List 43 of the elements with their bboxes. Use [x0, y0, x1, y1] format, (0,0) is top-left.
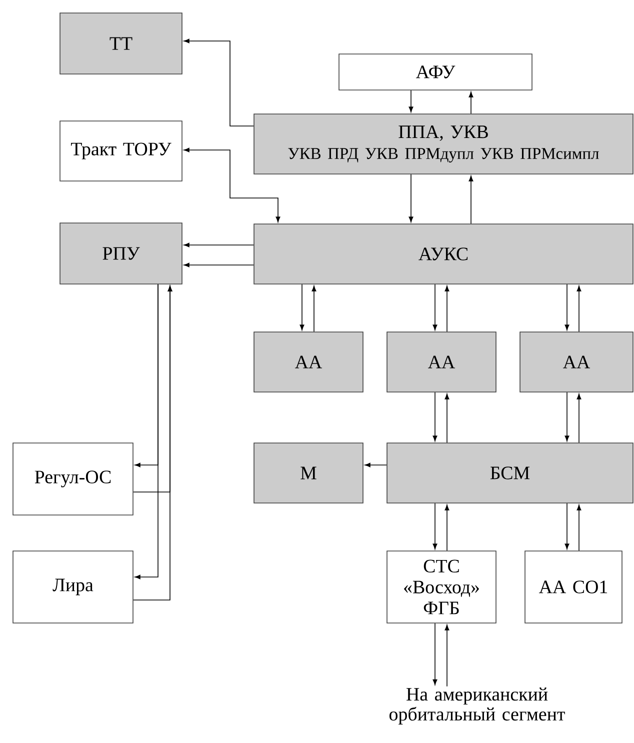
arrow — [468, 92, 474, 114]
arrow — [432, 623, 438, 686]
block-box: М — [254, 442, 364, 504]
arrow — [300, 284, 304, 330]
arrow — [364, 462, 387, 468]
arrow — [576, 504, 582, 551]
arrow — [444, 394, 450, 443]
arrow — [564, 503, 570, 550]
block-box: Тракт ТОРУ — [60, 120, 182, 182]
block-box: ТТ — [60, 12, 182, 74]
block-box: Лира — [12, 550, 134, 624]
arrow — [133, 286, 172, 600]
block-box: АА — [254, 332, 364, 392]
arrow — [184, 262, 254, 268]
arrow — [432, 284, 438, 330]
arrow — [408, 174, 414, 222]
block-box: АФУ — [338, 54, 532, 90]
block-box: ППА, УКВ УКВ ПРД УКВ ПРМдупл УКВ ПРМсимпл — [254, 114, 634, 174]
arrow — [576, 286, 582, 332]
arrow — [408, 90, 414, 112]
arrow — [564, 284, 570, 330]
arrow — [576, 394, 582, 443]
arrow — [432, 503, 438, 550]
destination-label: На американский орбитальный сегмент — [389, 688, 565, 724]
arrow — [564, 392, 570, 442]
block-box: АА — [520, 332, 634, 392]
arrow — [468, 176, 474, 224]
block-box: СТС «Восход» ФГБ — [386, 550, 496, 624]
arrow — [432, 392, 438, 442]
block-box: БСМ — [386, 442, 634, 504]
arrow — [444, 286, 450, 332]
block-box: Регул-ОС — [12, 442, 134, 516]
arrow — [312, 286, 316, 332]
block-box: АА — [386, 332, 496, 392]
arrow — [184, 148, 280, 222]
block-box: АУКС — [254, 224, 634, 284]
arrow — [134, 284, 158, 580]
arrow — [444, 504, 450, 551]
block-box: АА СО1 — [524, 550, 622, 624]
block-box: РПУ — [60, 222, 182, 284]
arrow — [184, 242, 254, 248]
arrow — [444, 624, 450, 687]
arrow — [184, 38, 254, 126]
